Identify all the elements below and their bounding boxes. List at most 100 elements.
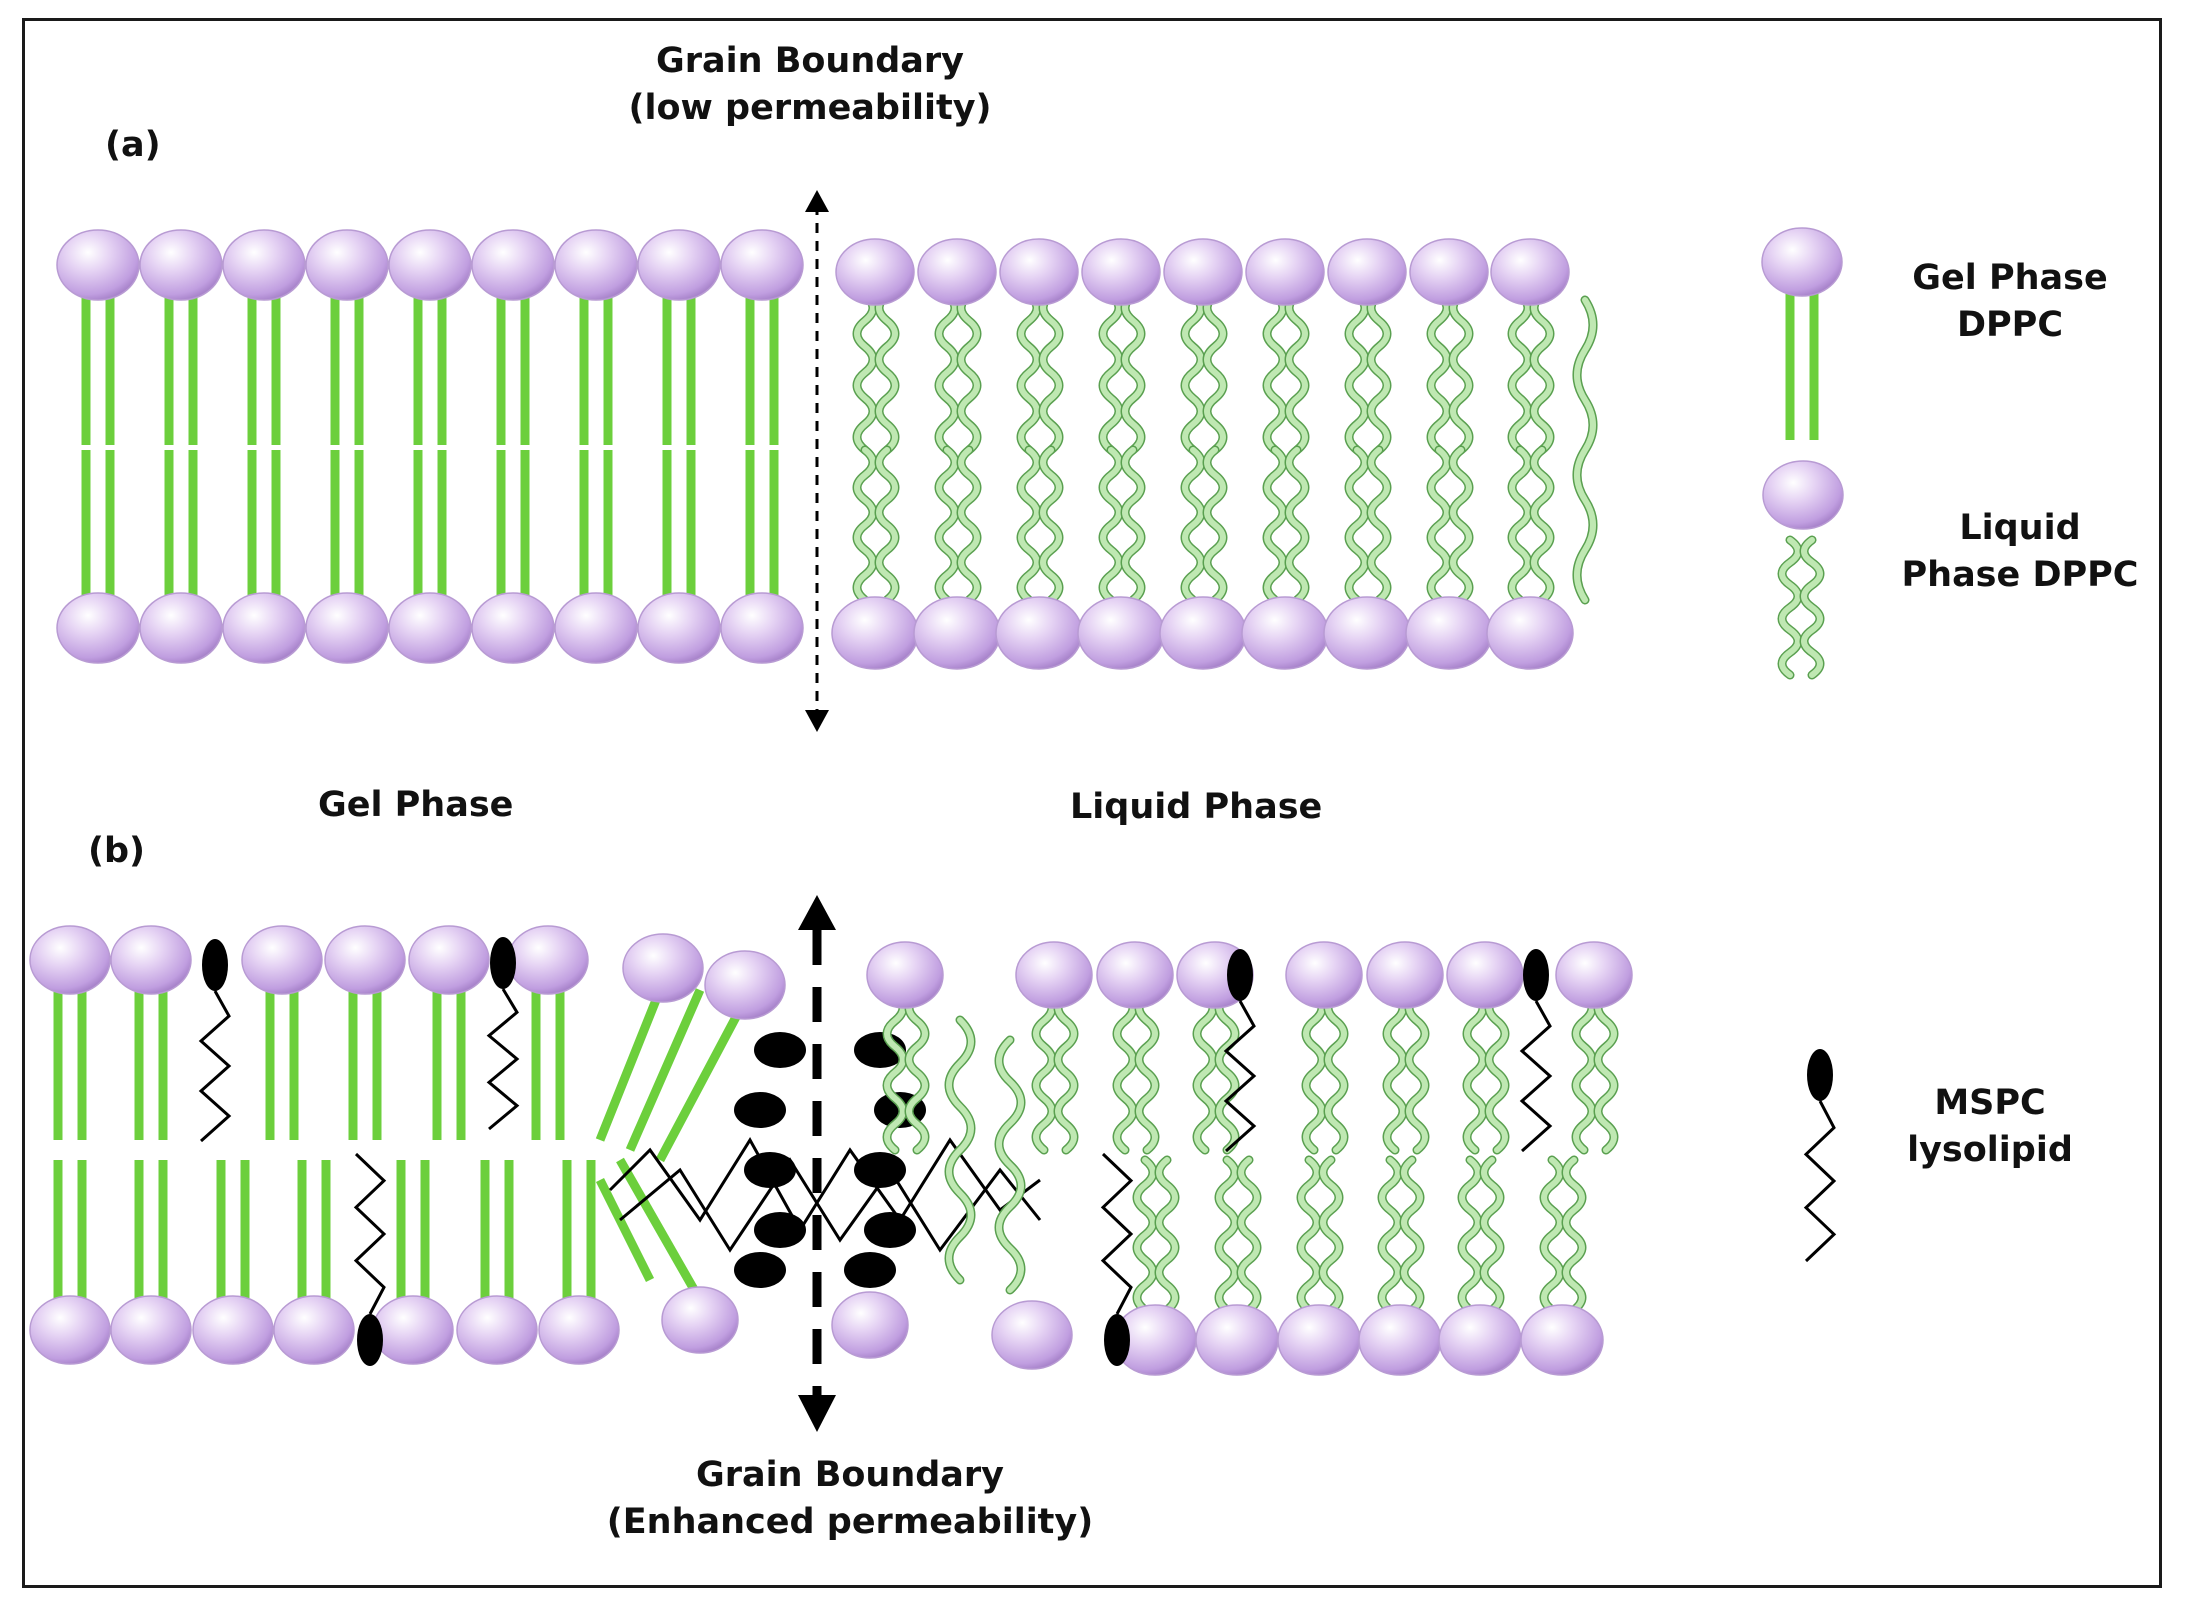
liquid-tail bbox=[1368, 292, 1390, 453]
lysolipid-tail bbox=[1519, 1000, 1553, 1153]
lipid-head bbox=[1446, 941, 1524, 1009]
lysolipid-cluster-head bbox=[754, 1032, 806, 1068]
lipid-head bbox=[1438, 1304, 1522, 1376]
lysolipid-tangle bbox=[619, 1157, 1042, 1253]
lipid-head bbox=[1555, 941, 1633, 1009]
liquid-tail bbox=[1428, 447, 1450, 603]
splayed-tail bbox=[595, 988, 665, 1142]
lipid-head bbox=[1323, 596, 1411, 670]
lysolipid-tangle bbox=[608, 1137, 1041, 1233]
liquid-tail bbox=[1182, 292, 1204, 453]
liquid-tail bbox=[1033, 992, 1055, 1153]
lipid-head bbox=[720, 592, 804, 664]
liquid-tail bbox=[1573, 992, 1595, 1153]
lipid-head bbox=[222, 592, 306, 664]
lipid-head bbox=[999, 238, 1079, 306]
liquid-tail bbox=[1134, 1157, 1156, 1313]
lipid-head bbox=[1163, 238, 1243, 306]
liquid-tail bbox=[1509, 292, 1531, 453]
panel-b-bilayer bbox=[29, 925, 1633, 1376]
lipid-head bbox=[866, 941, 944, 1009]
boundary-b-title-text: Grain Boundary bbox=[695, 1455, 1004, 1495]
liquid-tail bbox=[1194, 992, 1216, 1153]
liquid-tail bbox=[1286, 447, 1308, 603]
lipid-head bbox=[661, 1286, 739, 1354]
lipid-head bbox=[1486, 596, 1574, 670]
lysolipid-cluster-head bbox=[744, 1152, 796, 1188]
legend-gel-line2: DPPC bbox=[1956, 305, 2064, 346]
liquid-tail bbox=[1156, 1157, 1178, 1313]
lysolipid-tail bbox=[1100, 1152, 1134, 1315]
lysolipid-tail bbox=[1223, 1000, 1257, 1153]
liquid-tail bbox=[936, 292, 958, 453]
lysolipid-head bbox=[1227, 949, 1253, 1001]
lipid-head bbox=[507, 925, 589, 995]
liquid-tail bbox=[1122, 292, 1144, 453]
lipid-head bbox=[110, 925, 192, 995]
lipid-head bbox=[1081, 238, 1161, 306]
liquid-tail bbox=[854, 447, 876, 603]
boundary-a-title-text: Grain Boundary bbox=[655, 41, 964, 81]
liquid-tail bbox=[1100, 447, 1122, 603]
gel-phase-label: Gel Phase bbox=[318, 785, 514, 825]
lipid-head bbox=[1762, 460, 1844, 530]
liquid-tail bbox=[1320, 1157, 1342, 1313]
liquid-tail bbox=[1574, 297, 1596, 603]
legend-icons bbox=[1761, 227, 1844, 1263]
lipid-head bbox=[1409, 238, 1489, 306]
liquid-tail bbox=[1779, 537, 1801, 678]
lipid-head bbox=[1520, 1304, 1604, 1376]
lipid-head bbox=[56, 592, 140, 664]
liquid-tail bbox=[1368, 447, 1390, 603]
legend-lyso-line1: MSPC bbox=[1934, 1083, 2046, 1123]
lysolipid-head bbox=[202, 939, 228, 991]
liquid-tail bbox=[1018, 447, 1040, 603]
lipid-head bbox=[1195, 1304, 1279, 1376]
liquid-tail bbox=[1055, 992, 1077, 1153]
liquid-tail bbox=[1303, 992, 1325, 1153]
liquid-tail bbox=[1450, 447, 1472, 603]
lipid-head bbox=[388, 229, 472, 301]
boundary-b-note: (Enhanced permeability) bbox=[606, 1502, 1094, 1543]
liquid-tail bbox=[876, 447, 898, 603]
lipid-head bbox=[831, 1291, 909, 1359]
liquid-tail bbox=[876, 292, 898, 453]
lysolipid-head bbox=[1104, 1314, 1130, 1366]
liquid-tail bbox=[1801, 537, 1823, 678]
lipid-head bbox=[1327, 238, 1407, 306]
lipid-head bbox=[139, 592, 223, 664]
boundary-b-title: Grain Boundary (Enhanced permeability) bbox=[570, 1452, 1130, 1547]
lipid-head bbox=[408, 925, 490, 995]
lipid-head bbox=[388, 592, 472, 664]
lipid-head bbox=[471, 229, 555, 301]
liquid-tail bbox=[1238, 1157, 1260, 1313]
lipid-head bbox=[991, 1300, 1073, 1370]
liquid-tail bbox=[1216, 992, 1238, 1153]
legend-gel-line1: Gel Phase bbox=[1912, 258, 2108, 298]
boundary-arrows bbox=[798, 190, 836, 1432]
lipid-head bbox=[372, 1295, 454, 1365]
liquid-tail bbox=[906, 992, 928, 1153]
liquid-tail bbox=[1325, 992, 1347, 1153]
lipid-head bbox=[139, 229, 223, 301]
lipid-head bbox=[29, 925, 111, 995]
lysolipid-cluster-head bbox=[734, 1252, 786, 1288]
liquid-tail bbox=[1040, 447, 1062, 603]
lipid-head bbox=[1159, 596, 1247, 670]
liquid-tail bbox=[1136, 992, 1158, 1153]
liquid-tail bbox=[1563, 1157, 1585, 1313]
liquid-tail bbox=[854, 292, 876, 453]
splayed-tail bbox=[595, 1177, 655, 1283]
lipid-head bbox=[554, 229, 638, 301]
liquid-tail bbox=[1531, 292, 1553, 453]
legend-liquid-text: Liquid Phase DPPC bbox=[1880, 505, 2160, 600]
lysolipid-tail bbox=[1803, 1100, 1837, 1263]
lipid-head bbox=[917, 238, 997, 306]
liquid-tail bbox=[958, 447, 980, 603]
splayed-tail bbox=[616, 1157, 704, 1303]
lipid-head bbox=[538, 1295, 620, 1365]
panel-b-label: (b) bbox=[88, 831, 146, 871]
lysolipid-cluster-head bbox=[844, 1252, 896, 1288]
liquid-tail bbox=[1040, 292, 1062, 453]
